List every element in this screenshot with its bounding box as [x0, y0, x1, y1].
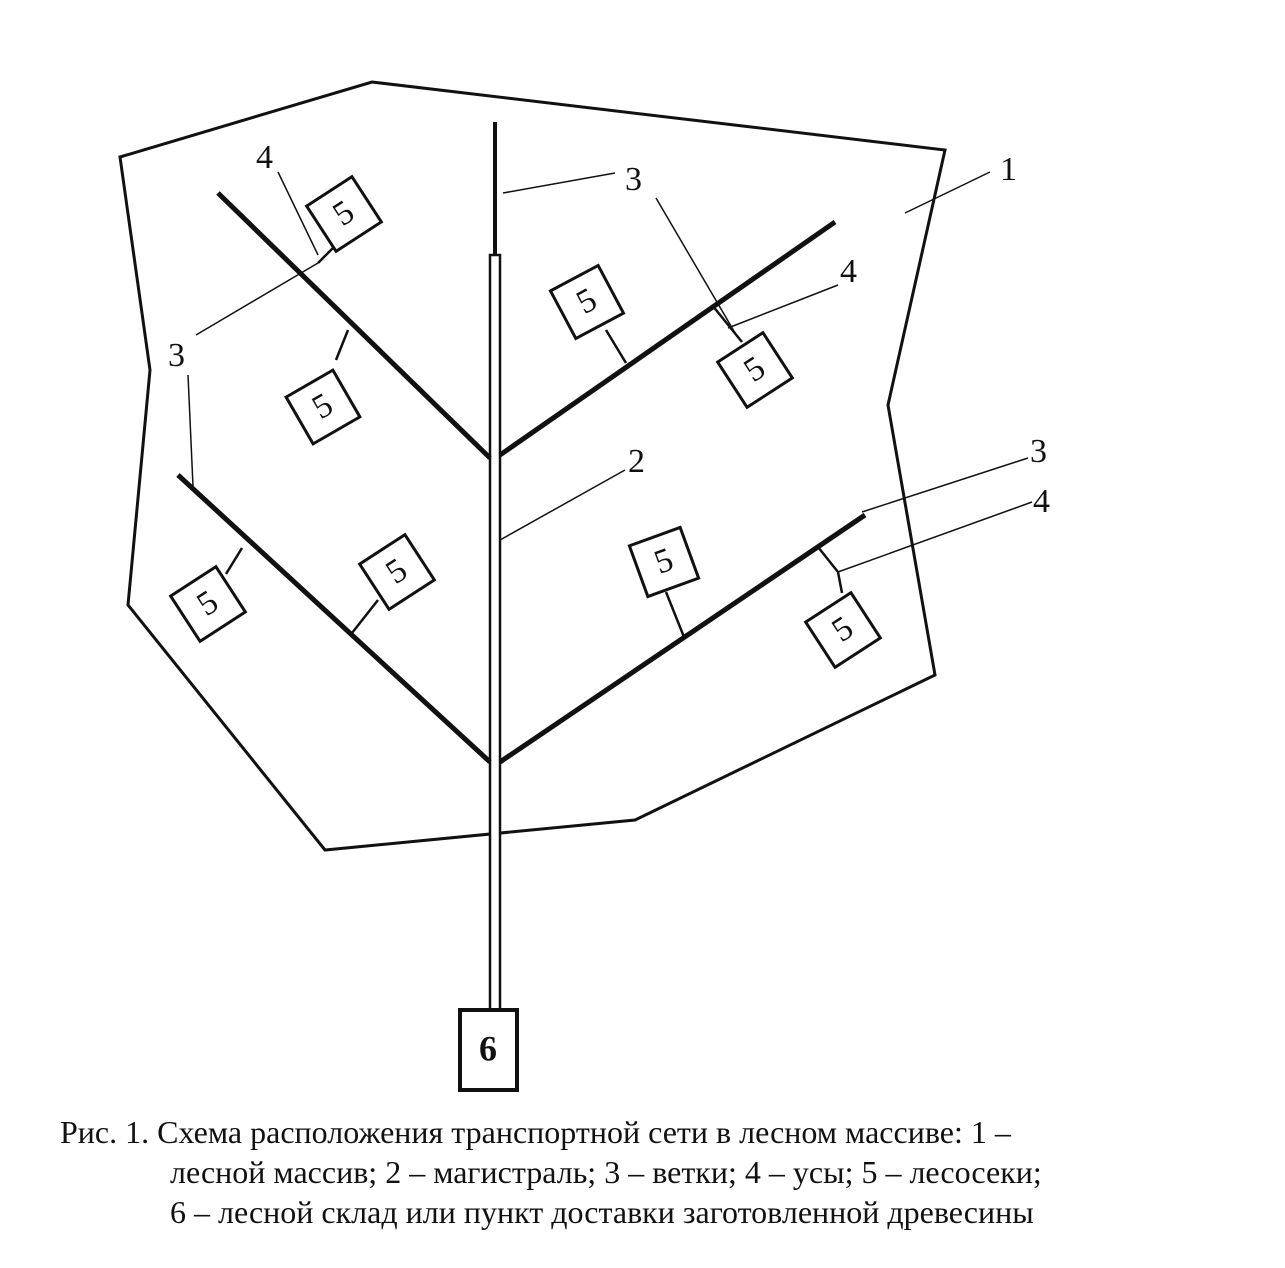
timber-warehouse: 6 [458, 1008, 519, 1092]
spur [334, 329, 350, 361]
label-spur: 4 [256, 139, 273, 176]
leader-line-branch [502, 172, 616, 194]
branch-road-lower-right [498, 512, 867, 765]
cutting-area: 5 [715, 330, 795, 410]
cutting-area: 5 [168, 564, 248, 644]
label-branch: 3 [625, 161, 642, 198]
cutting-area: 5 [548, 263, 626, 341]
cutting-area: 5 [284, 368, 362, 446]
leader-line-spur [837, 501, 1033, 573]
cutting-area: 5 [357, 532, 437, 612]
label-spur: 4 [840, 253, 857, 290]
spur [817, 546, 844, 594]
transport-network-diagram: 5 5 5 5 5 5 5 5 6 1 3 4 3 [118, 80, 1050, 1092]
caption-line: Рис. 1. Схема расположения транспортной … [60, 1114, 1011, 1150]
leader-line-branch [187, 374, 194, 487]
forest-massif-boundary [118, 80, 947, 852]
leader-line-spur [277, 171, 319, 256]
caption-line: лесной массив; 2 – магистраль; 3 – ветки… [170, 1154, 1042, 1190]
label-spur: 4 [1033, 483, 1050, 520]
spur [664, 591, 686, 638]
trunk-road [488, 253, 502, 1015]
cutting-area: 5 [304, 174, 384, 254]
cutting-area: 5 [627, 525, 701, 599]
leader-line-branch [195, 262, 319, 336]
label-trunk: 2 [628, 443, 645, 480]
leader-line-spur [727, 284, 839, 329]
branch-road-upper-left [216, 191, 492, 460]
spur [604, 329, 628, 364]
leader-line-branch [861, 457, 1029, 513]
label-branch: 3 [1030, 433, 1047, 470]
leader-line-trunk [499, 469, 626, 541]
branch-road-upper-right [498, 219, 837, 458]
spur [351, 599, 379, 634]
leader-line-massif [904, 171, 991, 214]
caption-line: 6 – лесной склад или пункт доставки заго… [170, 1194, 1034, 1230]
figure-caption: Рис. 1. Схема расположения транспортной … [60, 1112, 1240, 1232]
cutting-area: 5 [803, 590, 883, 670]
leader-line-branch [655, 197, 739, 339]
label-massif: 1 [1000, 151, 1017, 188]
branch-road-lower-left [176, 473, 492, 764]
spur [224, 547, 244, 575]
warehouse-label: 6 [479, 1028, 497, 1068]
label-branch: 3 [168, 337, 185, 374]
